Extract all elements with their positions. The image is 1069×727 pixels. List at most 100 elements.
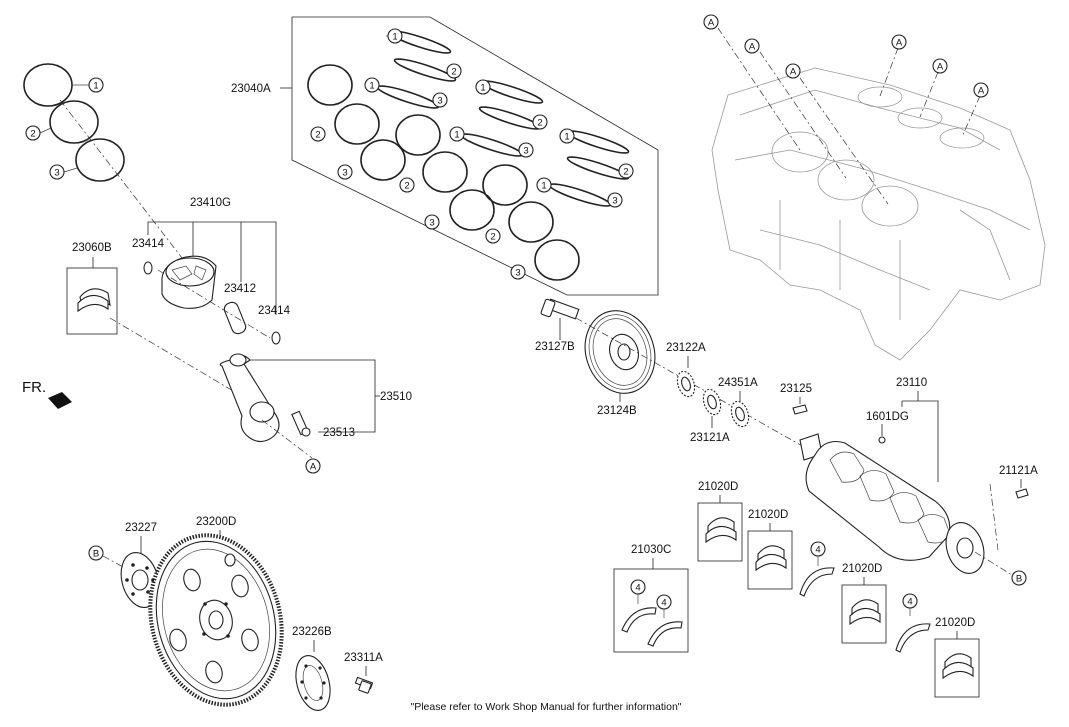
label-21121A[interactable]: 21121A: [999, 465, 1038, 477]
piston-assembly: 23410G 23414 23412 23414: [132, 197, 291, 345]
label-21020D-3[interactable]: 21020D: [842, 563, 882, 575]
callout-3: 3: [607, 192, 623, 208]
svg-text:3: 3: [523, 146, 528, 157]
label-23122A[interactable]: 23122A: [666, 342, 706, 354]
label-23227[interactable]: 23227: [125, 522, 157, 534]
thrust-washer: [647, 621, 683, 647]
callout-3: 3: [518, 142, 534, 158]
label-23226B[interactable]: 23226B: [292, 626, 332, 638]
piston-pin: [223, 301, 247, 335]
svg-text:3: 3: [612, 196, 617, 207]
thrust-washer-set: 21030C 4 4: [613, 544, 689, 653]
thin-ring: [548, 183, 612, 207]
flywheel-group: 23227 B 23200D 23226B 23311A: [88, 516, 383, 711]
label-23414-left[interactable]: 23414: [132, 238, 165, 250]
callout-3: 3: [510, 264, 526, 280]
thin-ring: [566, 130, 630, 154]
svg-text:1: 1: [541, 181, 546, 192]
thin-ring: [460, 133, 524, 157]
thrust-washer: [895, 623, 931, 653]
thin-ring: [376, 85, 440, 109]
callout-2: 2: [25, 125, 52, 141]
callout-4: 4: [902, 593, 918, 609]
svg-text:2: 2: [315, 130, 320, 141]
svg-text:4: 4: [661, 598, 666, 609]
label-23040A[interactable]: 23040A: [231, 83, 271, 95]
ring-set-box: 23040A: [231, 16, 659, 296]
svg-text:A: A: [708, 18, 715, 29]
label-23127B[interactable]: 23127B: [535, 341, 575, 353]
label-23200D[interactable]: 23200D: [196, 516, 236, 528]
compression-ring: [395, 114, 441, 156]
label-23124B[interactable]: 23124B: [597, 405, 637, 417]
compression-ring: [334, 103, 380, 145]
label-23410G[interactable]: 23410G: [190, 197, 231, 209]
svg-text:3: 3: [342, 168, 347, 179]
adapter-plate: [295, 655, 331, 711]
oil-ring: [449, 189, 495, 231]
ring-2: [49, 100, 99, 144]
label-23110[interactable]: 23110: [896, 377, 927, 389]
label-23513[interactable]: 23513: [323, 427, 355, 439]
svg-text:2: 2: [404, 181, 409, 192]
footer-note: "Please refer to Work Shop Manual for fu…: [410, 701, 681, 713]
callout-1: 1: [386, 28, 403, 44]
svg-text:3: 3: [429, 218, 434, 229]
callout-3: 3: [432, 92, 448, 108]
callout-1: 1: [475, 79, 491, 95]
label-21030C[interactable]: 21030C: [631, 544, 671, 556]
callout-2: 2: [532, 114, 548, 130]
label-23125[interactable]: 23125: [780, 383, 812, 395]
label-23412[interactable]: 23412: [224, 283, 256, 295]
compression-ring: [482, 164, 528, 206]
crankshaft-group: 23110 1601DG B 21121A: [799, 377, 1038, 586]
ring-3: [75, 138, 125, 182]
callout-3: 3: [49, 164, 78, 180]
svg-text:3: 3: [54, 168, 59, 179]
svg-text:2: 2: [30, 129, 35, 140]
label-21020D-4[interactable]: 21020D: [935, 617, 975, 629]
label-23121A[interactable]: 23121A: [690, 432, 730, 444]
label-21020D-1[interactable]: 21020D: [698, 481, 738, 493]
callout-4: 4: [810, 541, 826, 557]
piston-crown: [165, 257, 215, 287]
label-1601DG[interactable]: 1601DG: [866, 411, 909, 423]
left-rings: 1 2 3: [23, 63, 183, 259]
front-marker-label: FR.: [22, 379, 46, 396]
callout-a: A: [973, 82, 989, 98]
callout-2: 2: [399, 177, 415, 193]
callout-2: 2: [485, 228, 501, 244]
callout-1: 1: [72, 77, 104, 93]
svg-text:A: A: [896, 38, 903, 49]
callout-1: 1: [536, 177, 552, 193]
svg-text:3: 3: [515, 268, 520, 279]
callout-1: 1: [559, 128, 575, 144]
label-21020D-2[interactable]: 21020D: [748, 509, 788, 521]
piston-pin-clip: [271, 331, 281, 345]
callout-2: 2: [310, 126, 326, 142]
label-24351A[interactable]: 24351A: [718, 377, 758, 389]
oil-ring: [534, 239, 580, 281]
conrod-bearing: 23060B: [66, 242, 241, 396]
callout-2: 2: [618, 163, 634, 179]
small-end: [229, 353, 247, 367]
label-23311A[interactable]: 23311A: [344, 652, 383, 664]
callout-1: 1: [449, 126, 465, 142]
dowel-pin: [878, 436, 886, 444]
label-23060B[interactable]: 23060B: [72, 242, 112, 254]
callout-b: B: [1011, 570, 1027, 586]
svg-text:1: 1: [93, 81, 98, 92]
compression-ring: [307, 64, 353, 106]
thrust-washer: [621, 607, 657, 633]
thrust-washer: [799, 567, 835, 597]
svg-text:4: 4: [635, 583, 640, 594]
locating-pin: [1015, 488, 1029, 499]
svg-text:1: 1: [369, 81, 374, 92]
callout-a: A: [785, 63, 801, 79]
label-23510[interactable]: 23510: [380, 391, 412, 403]
callout-b: B: [88, 545, 104, 561]
label-23414-right[interactable]: 23414: [258, 305, 291, 317]
damper-pulley-group: 23127B 23124B 23122A 24351A 23121A 23125: [535, 298, 821, 457]
svg-text:B: B: [93, 549, 99, 560]
